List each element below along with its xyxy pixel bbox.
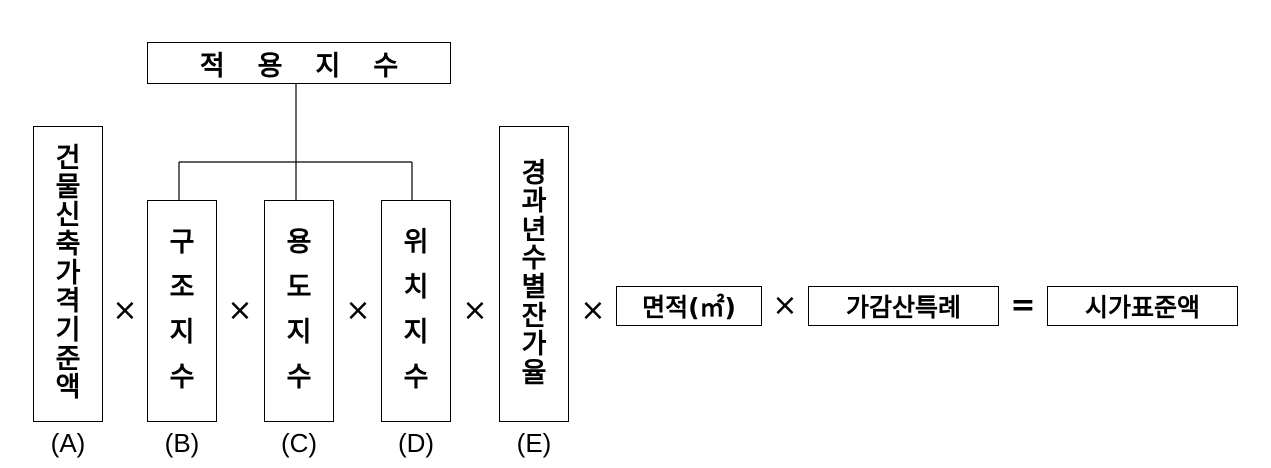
location-index-box-char: 치 — [403, 272, 429, 304]
residual-rate-box-char: 년 — [521, 214, 547, 246]
usage-index-box-char: 수 — [286, 362, 312, 394]
adjustment-special-box: 가감산특례 — [808, 286, 999, 326]
structure-index-box-char: 구 — [169, 227, 195, 259]
residual-rate-box-char: 가 — [521, 329, 547, 361]
building-cost-box-char: 축 — [55, 229, 81, 261]
residual-rate-box-char: 잔 — [521, 300, 547, 332]
applied-index-box: 적용지수 — [147, 42, 451, 84]
building-cost-box-char: 신 — [55, 200, 81, 232]
usage-index-box-char: 용 — [286, 227, 312, 259]
times-operator-2: × — [227, 293, 253, 328]
label-a: (A) — [50, 428, 86, 458]
residual-rate-box-char: 수 — [521, 243, 547, 275]
building-cost-box-char: 기 — [55, 314, 81, 346]
building-cost-box-char: 격 — [55, 286, 81, 318]
residual-rate-box-char: 경 — [521, 157, 547, 189]
building-cost-box-char: 건 — [55, 143, 81, 175]
equals-operator: = — [1010, 288, 1036, 323]
location-index-box-char: 지 — [403, 317, 429, 349]
standard-value-box: 시가표준액 — [1047, 286, 1238, 326]
structure-index-box-char: 지 — [169, 317, 195, 349]
building-cost-box-char: 액 — [55, 372, 81, 404]
residual-rate-box-char: 율 — [521, 357, 547, 389]
structure-index-box-char: 수 — [169, 362, 195, 394]
structure-index-box-char: 조 — [169, 272, 195, 304]
times-operator-6: × — [772, 288, 798, 323]
building-cost-box-char: 준 — [55, 343, 81, 375]
area-box: 면적(㎡) — [616, 286, 762, 326]
building-cost-box-char: 물 — [55, 171, 81, 203]
usage-index-box-char: 지 — [286, 317, 312, 349]
residual-rate-box-char: 별 — [521, 272, 547, 303]
usage-index-box-char: 도 — [286, 272, 312, 304]
times-operator-4: × — [462, 293, 488, 328]
location-index-box-char: 수 — [403, 362, 429, 394]
label-b: (B) — [164, 428, 200, 458]
label-c: (C) — [280, 428, 318, 458]
times-operator-1: × — [112, 293, 138, 328]
residual-rate-box-char: 과 — [521, 186, 547, 218]
times-operator-3: × — [345, 293, 371, 328]
label-d: (D) — [397, 428, 435, 458]
building-cost-box-char: 가 — [55, 257, 81, 289]
times-operator-5: × — [580, 293, 606, 328]
location-index-box-char: 위 — [403, 227, 429, 259]
label-e: (E) — [516, 428, 552, 458]
